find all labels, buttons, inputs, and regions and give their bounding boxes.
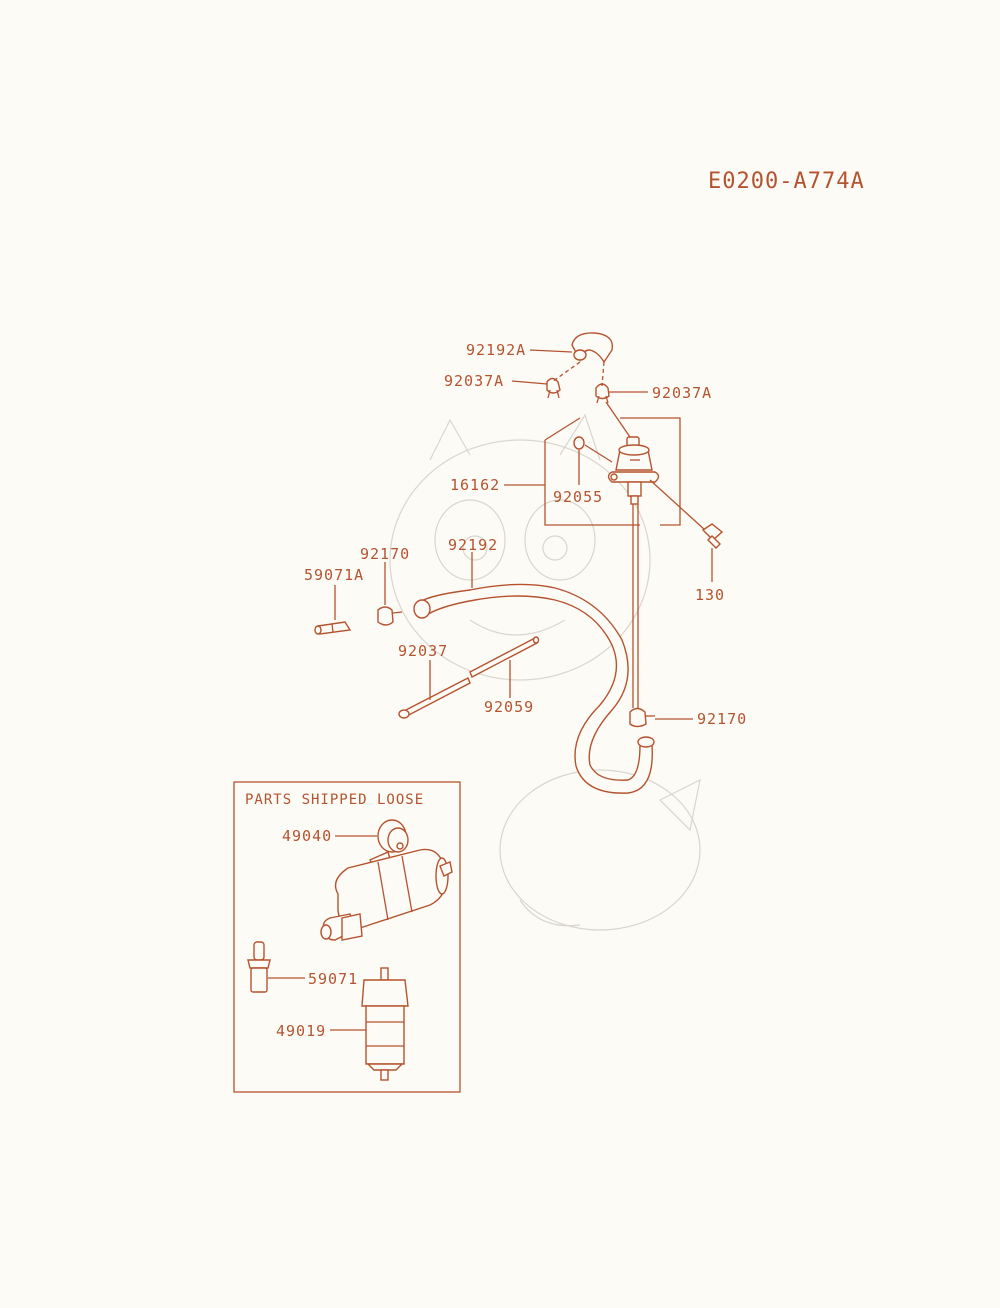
box-title: PARTS SHIPPED LOOSE (245, 792, 424, 808)
callout-59071: 59071 (308, 970, 358, 988)
part-59071-fitting (247, 941, 271, 993)
part-92037A-clamp-right (595, 383, 610, 404)
part-59071A-fitting (314, 621, 352, 635)
callout-92192A: 92192A (466, 341, 526, 359)
centerline (605, 401, 633, 441)
callout-49040: 49040 (282, 827, 332, 845)
callout-130: 130 (695, 586, 725, 604)
group-bracket-16162 (544, 440, 640, 526)
leader-92192A (529, 349, 573, 353)
part-92055-o-ring (573, 436, 585, 450)
callout-92037: 92037 (398, 642, 448, 660)
part-92037A-clamp-left (546, 377, 561, 399)
part-16162-regulator (607, 436, 660, 505)
callout-49019: 49019 (276, 1022, 326, 1040)
centerline (584, 444, 613, 463)
group-bracket-16162-right (620, 417, 681, 526)
centerline (601, 361, 605, 387)
diagram-code: E0200-A774A (708, 169, 865, 194)
callout-59071A: 59071A (304, 566, 364, 584)
callout-92059: 92059 (484, 698, 534, 716)
part-92170-clamp-right (629, 707, 655, 728)
part-92192A-hose (571, 332, 614, 364)
part-49040-fuel-pump (320, 819, 453, 941)
parts-shipped-loose-box (233, 781, 461, 1093)
centerline (649, 479, 706, 531)
watermark-mascot (389, 413, 701, 931)
centerline (551, 361, 581, 383)
callout-92055: 92055 (553, 488, 603, 506)
part-92192-hose (413, 583, 655, 794)
callout-92037A-left: 92037A (444, 372, 504, 390)
callout-92037A-right: 92037A (652, 384, 712, 402)
leader-92037A-left (511, 380, 548, 385)
callout-16162: 16162 (450, 476, 500, 494)
part-92059-tube (469, 636, 540, 678)
part-130-bolt (701, 523, 724, 549)
callout-92170-right: 92170 (697, 710, 747, 728)
part-92037-tube (398, 677, 471, 719)
part-49019-fuel-filter (361, 967, 409, 1081)
callout-92192: 92192 (448, 536, 498, 554)
callout-92170-top: 92170 (360, 545, 410, 563)
group-bracket-top (544, 417, 581, 441)
part-92170-clamp-top (377, 606, 403, 626)
